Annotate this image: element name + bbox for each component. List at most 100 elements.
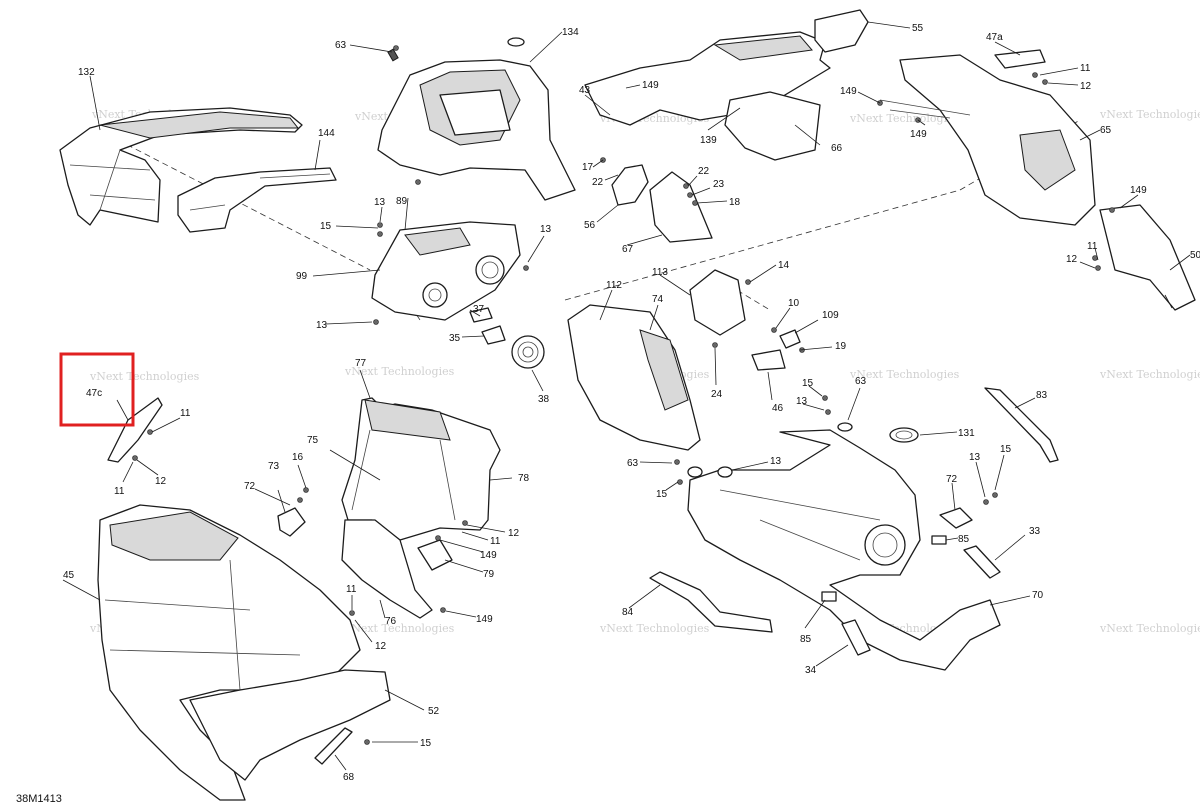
callout: 15 xyxy=(656,489,668,500)
callout: 35 xyxy=(449,333,461,344)
callout: 74 xyxy=(652,294,664,305)
diagram-reference-code: 38M1413 xyxy=(16,793,62,805)
callout: 11 xyxy=(114,486,125,497)
part-34-pad xyxy=(841,619,871,656)
callout: 33 xyxy=(1029,526,1041,537)
part-113-bracket xyxy=(689,269,746,336)
callout: 78 xyxy=(518,473,530,484)
callout: 99 xyxy=(296,271,308,282)
callout: 47a xyxy=(986,32,1003,43)
callout: 15 xyxy=(1000,444,1012,455)
callout: 12 xyxy=(1080,81,1092,92)
callout: 12 xyxy=(375,641,387,652)
callout: 68 xyxy=(343,772,355,783)
callout: 70 xyxy=(1032,590,1044,601)
callout: 89 xyxy=(396,196,408,207)
callout: 22 xyxy=(698,166,710,177)
highlight-box xyxy=(59,352,135,427)
callout: 112 xyxy=(606,280,622,291)
part-72-clip-left xyxy=(277,507,306,537)
callout: 13 xyxy=(374,197,386,208)
callout: 11 xyxy=(490,536,501,547)
watermark: vNext Technologies xyxy=(344,622,455,635)
callout: 47c xyxy=(86,388,102,399)
callout: 12 xyxy=(508,528,520,539)
leader-lines xyxy=(62,21,1191,771)
watermark: vNext Technologies xyxy=(1099,368,1200,381)
callout: 113 xyxy=(652,267,668,278)
callout: 14 xyxy=(778,260,790,271)
callout: 37 xyxy=(473,304,485,315)
callout: 13 xyxy=(770,456,782,467)
part-63-grommets xyxy=(687,422,853,478)
callout: 13 xyxy=(796,396,808,407)
part-84-bracket xyxy=(649,571,773,633)
part-47c-panel xyxy=(107,397,163,463)
part-45-lower-fairing xyxy=(97,504,361,801)
callout: 63 xyxy=(627,458,639,469)
callout: 13 xyxy=(540,224,552,235)
callout: 16 xyxy=(292,452,304,463)
watermark: vNext Technologies xyxy=(89,370,200,383)
callout: 66 xyxy=(831,143,843,154)
part-139-mirror-housing xyxy=(584,9,869,161)
callout: 139 xyxy=(700,135,717,146)
part-46-clip xyxy=(751,349,786,371)
part-65-side-panel xyxy=(879,49,1196,311)
part-112-side-panel xyxy=(567,304,701,451)
callout: 134 xyxy=(562,27,579,38)
callout: 149 xyxy=(480,550,497,561)
part-56-mirror xyxy=(611,164,649,206)
part-131-cap xyxy=(889,427,919,443)
callout: 15 xyxy=(320,221,332,232)
callout: 77 xyxy=(355,358,367,369)
callout: 84 xyxy=(622,607,634,618)
callout: 19 xyxy=(835,341,847,352)
callout: 23 xyxy=(713,179,725,190)
callout: 11 xyxy=(1080,63,1091,74)
fasteners xyxy=(132,45,1115,745)
callout: 65 xyxy=(1100,125,1112,136)
callout: 83 xyxy=(1036,390,1048,401)
part-38-horn xyxy=(511,335,545,369)
callout: 55 xyxy=(912,23,924,34)
callout: 149 xyxy=(476,614,493,625)
callout: 11 xyxy=(1087,241,1098,252)
part-132-front-cowl xyxy=(59,107,303,226)
callout: 46 xyxy=(772,403,784,414)
callout: 75 xyxy=(307,435,319,446)
callout: 79 xyxy=(483,569,495,580)
callout: 38 xyxy=(538,394,550,405)
callout: 149 xyxy=(1130,185,1147,196)
watermark: vNext Technologies xyxy=(1099,622,1200,635)
watermark: vNext Technologies xyxy=(849,368,960,381)
callout: 45 xyxy=(63,570,75,581)
part-79-small-panel xyxy=(417,539,453,571)
part-37-bulb xyxy=(469,307,493,323)
callout: 85 xyxy=(958,534,970,545)
callout: 17 xyxy=(582,162,594,173)
callout: 72 xyxy=(946,474,958,485)
part-75-center-panel xyxy=(341,397,501,541)
part-35-socket xyxy=(481,325,506,345)
part-33-pad xyxy=(963,545,1001,579)
callout: 50 xyxy=(1190,250,1200,261)
part-134-instrument-housing xyxy=(377,37,576,201)
callout: 52 xyxy=(428,706,440,717)
part-109-clip xyxy=(779,329,801,349)
callout: 131 xyxy=(958,428,975,439)
part-68-bracket xyxy=(314,727,353,765)
callout: 22 xyxy=(592,177,604,188)
callout: 149 xyxy=(642,80,659,91)
callout: 15 xyxy=(420,738,432,749)
callout: 132 xyxy=(78,67,95,78)
part-144-deflector xyxy=(177,167,337,233)
callout: 24 xyxy=(711,389,723,400)
callout: 56 xyxy=(584,220,596,231)
callout: 144 xyxy=(318,128,335,139)
callout: 63 xyxy=(335,40,347,51)
callout: 13 xyxy=(316,320,328,331)
part-99-headlight xyxy=(371,221,521,321)
callout: 12 xyxy=(1066,254,1078,265)
